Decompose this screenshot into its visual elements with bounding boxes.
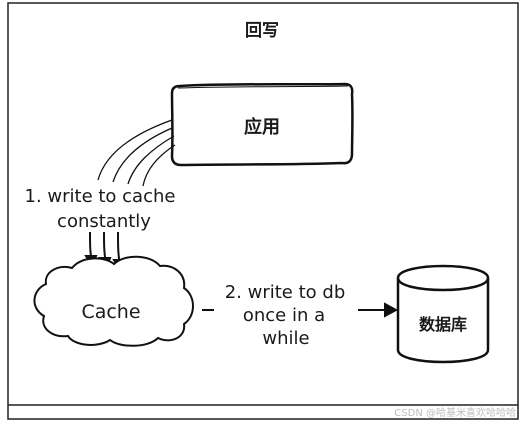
app-label: 应用 bbox=[244, 116, 280, 138]
diagram-title: 回写 bbox=[245, 21, 279, 41]
app-box bbox=[170, 82, 354, 167]
step1-label-line2: constantly bbox=[57, 211, 151, 232]
app-node: 应用 bbox=[170, 82, 354, 167]
watermark: CSDN @哈基米喜欢哈哈哈 bbox=[394, 406, 516, 419]
cache-node: Cache bbox=[33, 255, 194, 347]
step2-label-line3: while bbox=[262, 328, 309, 349]
step1-label-line1: 1. write to cache bbox=[25, 186, 176, 207]
db-label: 数据库 bbox=[419, 315, 467, 334]
db-node: 数据库 bbox=[396, 264, 490, 364]
app-to-text-strokes bbox=[97, 119, 176, 187]
step2-label-line1: 2. write to db bbox=[225, 282, 346, 303]
step2-label-line2: once in a bbox=[243, 305, 325, 326]
step2-arrow bbox=[358, 302, 399, 318]
db-cylinder bbox=[396, 264, 490, 364]
cache-cloud bbox=[33, 255, 194, 347]
cache-label: Cache bbox=[81, 301, 140, 323]
